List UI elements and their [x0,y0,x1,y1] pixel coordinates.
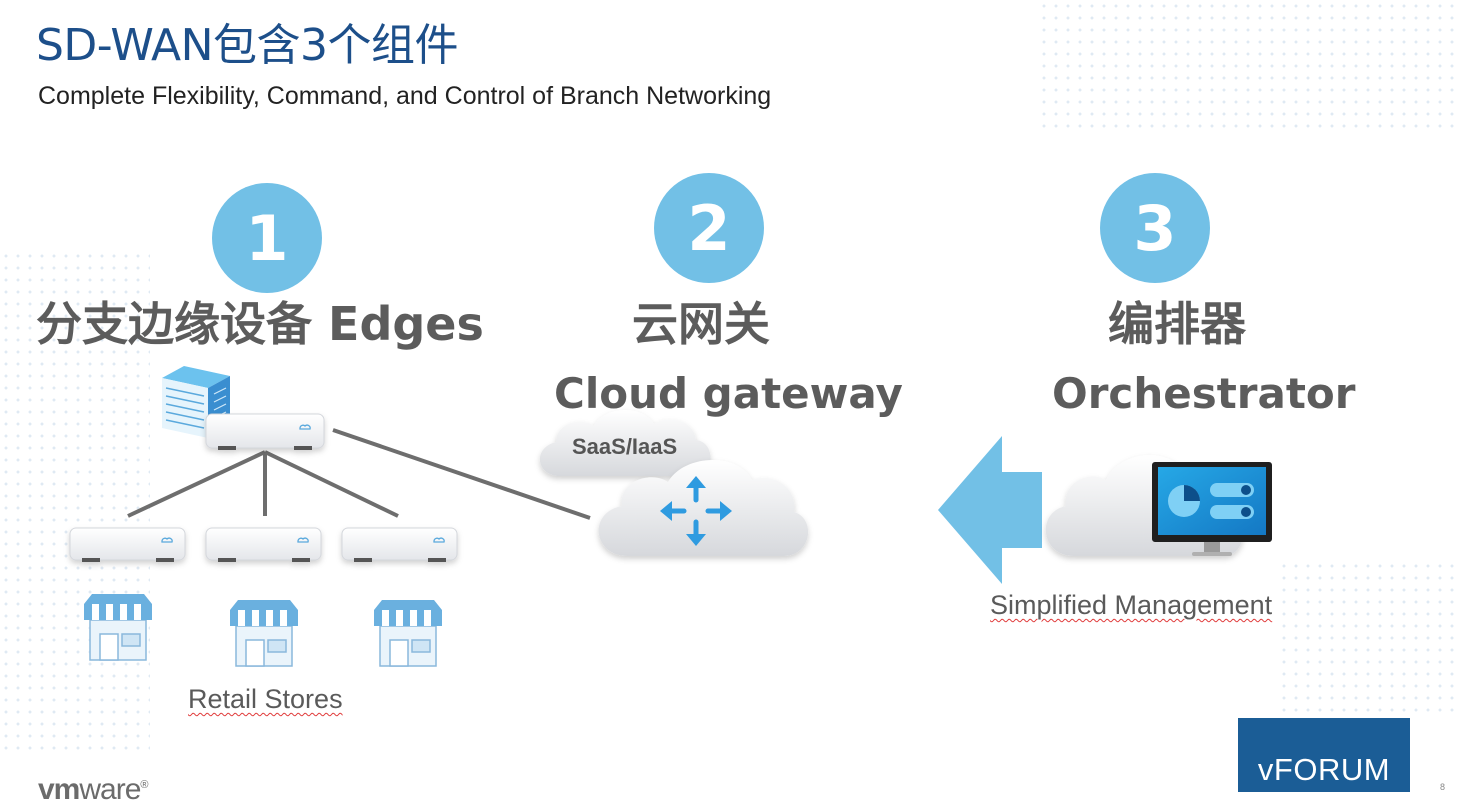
component-heading-cloud-gateway-en: Cloud gateway [554,369,903,418]
network-links [127,428,591,520]
component-heading-orchestrator-en: Orchestrator [1052,369,1356,418]
edge-appliance-icon [205,527,322,562]
component-number-badge: 2 [654,173,764,283]
page-subtitle: Complete Flexibility, Command, and Contr… [38,82,772,110]
component-heading-edges: 分支边缘设备 Edges [36,297,484,351]
router-arrows-icon [660,476,732,546]
monitor-dashboard-icon [1152,462,1272,556]
vmware-logo: vmware® [38,773,149,806]
caption-simplified-management: Simplified Management [990,590,1273,620]
storefront-icon [374,600,442,667]
storefront-icon [84,594,152,661]
storefront-icon [230,600,298,667]
component-heading-cloud-gateway-cn: 云网关 [632,297,770,351]
cloud-icon [598,459,809,556]
slide-number: 8 [1440,782,1446,792]
edge-appliance-icon [205,413,325,450]
edge-appliance-icon [341,527,458,562]
component-number-badge: 1 [212,183,322,293]
page-title: SD-WAN包含3个组件 [36,20,459,71]
cloud-icon [539,409,711,476]
caption-retail-stores: Retail Stores [188,684,343,714]
cloud-label-saas-iaas: SaaS/IaaS [572,434,678,459]
component-number-badge: 3 [1100,173,1210,283]
left-arrow-icon [938,436,1042,584]
edge-appliance-icon [69,527,186,562]
component-heading-orchestrator-cn: 编排器 [1108,297,1246,351]
vforum-badge: vFORUM [1238,718,1410,792]
